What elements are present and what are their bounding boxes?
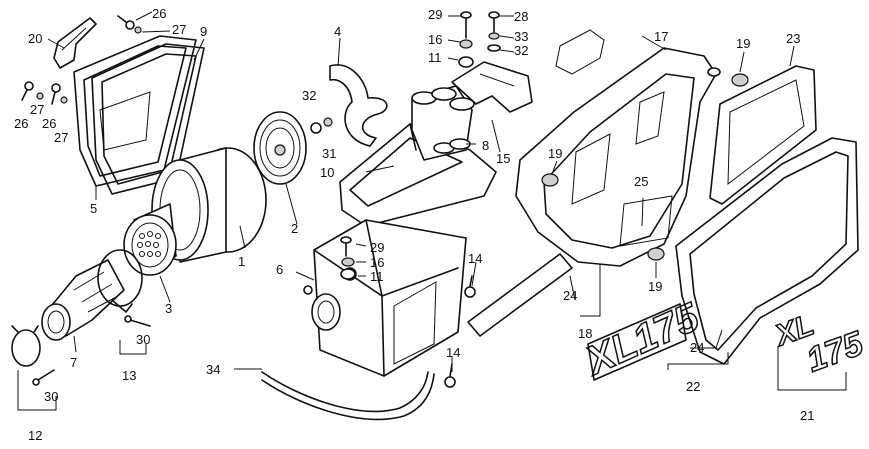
part-27-washers <box>36 26 142 104</box>
part-3-inner-element <box>123 203 177 276</box>
callout-19-low: 19 <box>648 279 662 294</box>
callout-32-left: 32 <box>302 88 316 103</box>
callout-24-left: 24 <box>563 288 577 303</box>
callout-32-top: 32 <box>514 43 528 58</box>
callout-22: 22 <box>686 379 700 394</box>
callout-26-top: 26 <box>152 6 166 21</box>
callout-labels: 20 26 27 9 27 26 26 27 5 1 2 3 4 32 31 1… <box>14 6 814 443</box>
callout-29-case: 29 <box>370 240 384 255</box>
callout-27-low: 27 <box>54 130 68 145</box>
callout-19-panel: 19 <box>548 146 562 161</box>
part-4-strap <box>329 64 388 147</box>
part-2-holder <box>253 111 307 185</box>
callout-24-right: 24 <box>690 340 704 355</box>
emblem-left: XL175 <box>578 295 706 384</box>
callout-13: 13 <box>122 368 136 383</box>
part-20-bracket <box>53 17 97 69</box>
part-34-tube <box>261 371 435 421</box>
callout-3: 3 <box>165 301 172 316</box>
callout-30-low: 30 <box>44 389 58 404</box>
callout-2: 2 <box>291 221 298 236</box>
callout-6: 6 <box>276 262 283 277</box>
part-25-label <box>619 195 673 247</box>
part-21-emblem: XL 175 <box>768 308 869 381</box>
bolt-stack-case <box>340 236 356 280</box>
callout-21: 21 <box>800 408 814 423</box>
part-13-clamp <box>97 249 143 313</box>
part-19-grommets <box>541 73 749 261</box>
leader-lines <box>17 11 847 411</box>
part-15-bracket <box>451 61 533 113</box>
callout-14-low: 14 <box>446 345 460 360</box>
callout-27-left: 27 <box>30 102 44 117</box>
callout-11-top: 11 <box>428 50 442 65</box>
callout-19-top: 19 <box>736 36 750 51</box>
part-21-cover <box>675 137 859 365</box>
callout-27-top: 27 <box>172 22 186 37</box>
bolt-stack-top <box>458 11 501 68</box>
callout-16-case: 16 <box>370 255 384 270</box>
part-7-tube <box>41 259 125 341</box>
callout-12: 12 <box>28 428 42 443</box>
part-31-32-hardware <box>310 117 333 134</box>
callout-29-top: 29 <box>428 7 442 22</box>
callout-17: 17 <box>654 29 668 44</box>
part-24-tape-left <box>467 253 573 337</box>
callout-15: 15 <box>496 151 510 166</box>
part-26-screws <box>21 15 135 105</box>
part-22-emblem: XL175 <box>577 294 707 385</box>
callout-18: 18 <box>578 326 592 341</box>
callout-30-mid: 30 <box>136 332 150 347</box>
callout-23: 23 <box>786 31 800 46</box>
part-1-element <box>151 147 267 263</box>
part-12-clamp <box>11 325 41 367</box>
callout-28: 28 <box>514 9 528 24</box>
callout-25: 25 <box>634 174 648 189</box>
callout-20: 20 <box>28 31 42 46</box>
callout-14-right: 14 <box>468 251 482 266</box>
part-14-bolts <box>444 275 476 388</box>
callout-11-case: 11 <box>370 269 384 284</box>
callout-1: 1 <box>238 254 245 269</box>
callout-16-top: 16 <box>428 32 442 47</box>
callout-9: 9 <box>200 24 207 39</box>
callout-26-mid: 26 <box>42 116 56 131</box>
callout-7: 7 <box>70 355 77 370</box>
callout-10: 10 <box>320 165 334 180</box>
part-23-panel <box>709 65 817 205</box>
part-17-panel <box>515 47 721 267</box>
callout-5: 5 <box>90 201 97 216</box>
callout-4: 4 <box>334 24 341 39</box>
callout-34: 34 <box>206 362 220 377</box>
part-30-screws <box>32 315 151 386</box>
callout-8: 8 <box>482 138 489 153</box>
callout-26-left: 26 <box>14 116 28 131</box>
part-6-case <box>303 219 467 377</box>
part-8-joints <box>411 85 475 161</box>
callout-33: 33 <box>514 29 528 44</box>
callout-31: 31 <box>322 146 336 161</box>
part-17-pads <box>555 29 605 75</box>
